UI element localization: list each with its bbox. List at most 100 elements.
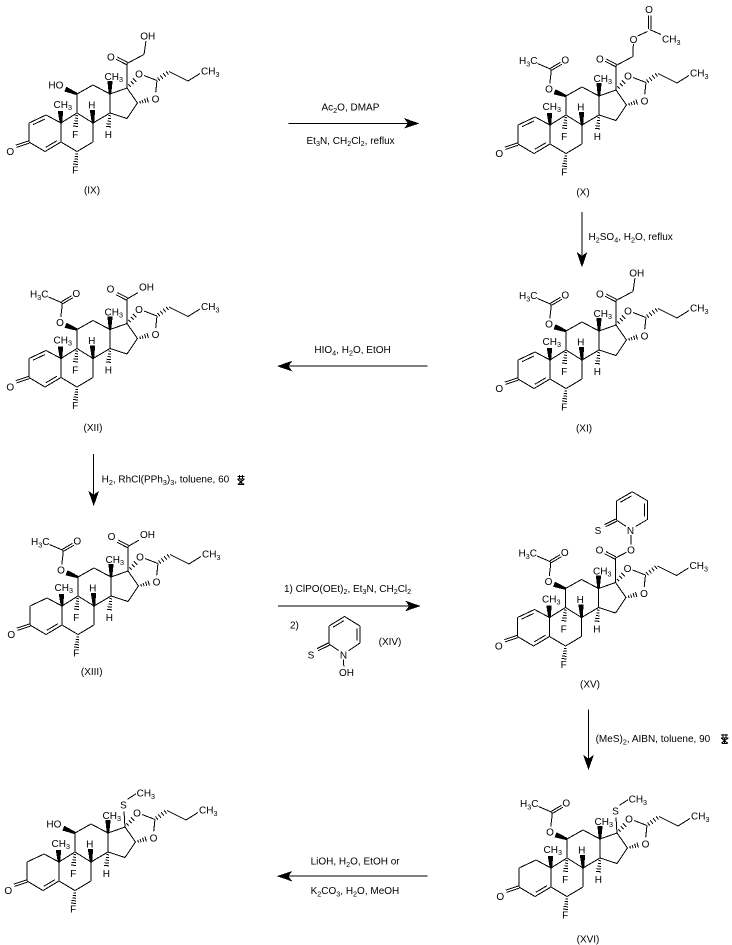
svg-text:S: S [612,807,619,818]
svg-text:OH: OH [339,668,354,679]
svg-text:CH3: CH3 [202,550,220,562]
svg-text:(MeS)2, AIBN, toluene, 90: (MeS)2, AIBN, toluene, 90 [596,734,711,746]
svg-text:(IX): (IX) [84,186,100,197]
svg-text:O: O [642,840,650,851]
svg-text:OH: OH [140,530,155,541]
svg-text:H3C: H3C [31,537,49,549]
svg-text:O: O [152,95,160,106]
svg-text:2): 2) [290,621,299,632]
svg-text:F: F [561,168,567,179]
svg-text:(X): (X) [576,188,589,199]
svg-text:CH3: CH3 [542,594,560,606]
svg-text:N: N [627,526,634,537]
svg-text:O: O [57,566,65,577]
svg-text:H: H [103,869,110,880]
svg-text:H3C: H3C [519,56,537,68]
svg-text:CH3: CH3 [543,102,561,114]
svg-text:H: H [594,132,601,143]
svg-text:O: O [625,815,633,826]
svg-text:F: F [561,625,567,636]
svg-text:(XIII): (XIII) [81,667,103,678]
svg-text:O: O [153,578,161,589]
svg-text:K2CO3, H2O, MeOH: K2CO3, H2O, MeOH [311,886,400,898]
svg-text:O: O [624,307,632,318]
svg-text:S: S [595,526,602,537]
svg-text:F: F [73,649,79,660]
svg-text:F: F [562,875,568,886]
svg-text:Ac2O, DMAP: Ac2O, DMAP [322,103,380,115]
svg-text:O: O [107,52,115,63]
svg-text:CH3: CH3 [595,817,613,829]
svg-text:HIO4, H2O, EtOH: HIO4, H2O, EtOH [314,345,390,357]
svg-text:CH3: CH3 [544,845,562,857]
svg-text:O: O [72,289,80,300]
svg-text:O: O [4,886,12,897]
svg-text:F: F [561,132,567,143]
svg-text:CH3: CH3 [105,307,123,319]
svg-text:O: O [596,54,604,65]
svg-text:O: O [627,545,635,556]
svg-text:CH3: CH3 [593,566,611,578]
svg-text:H: H [88,336,95,347]
svg-text:F: F [72,166,78,177]
svg-text:H: H [89,584,96,595]
svg-text:O: O [645,5,653,16]
svg-text:O: O [150,834,158,845]
svg-text:H: H [88,101,95,112]
svg-text:S: S [120,801,127,812]
svg-text:HO: HO [46,820,61,831]
svg-text:OH: OH [629,268,644,279]
svg-text:OH: OH [139,283,154,294]
svg-text:H2SO4, H2O, reflux: H2SO4, H2O, reflux [589,232,673,244]
svg-text:O: O [6,147,14,158]
svg-text:H: H [593,625,600,636]
svg-text:F: F [72,401,78,412]
svg-text:O: O [152,330,160,341]
svg-text:H: H [578,846,585,857]
svg-text:O: O [624,564,632,575]
svg-text:O: O [596,289,604,300]
svg-text:H: H [105,366,112,377]
svg-text:CH3: CH3 [594,309,612,321]
svg-text:CH3: CH3 [691,812,709,824]
svg-text:CH3: CH3 [54,100,72,112]
svg-text:H3C: H3C [519,548,537,560]
svg-text:O: O [7,630,15,641]
svg-text:CH3: CH3 [629,795,647,807]
svg-text:LiOH, H2O, EtOH or: LiOH, H2O, EtOH or [311,857,401,869]
svg-text:O: O [56,318,64,329]
svg-text:O: O [641,97,649,108]
svg-text:O: O [546,828,554,839]
svg-text:H: H [577,103,584,114]
svg-text:CH3: CH3 [106,555,124,567]
svg-text:O: O [561,56,569,67]
svg-text:CH3: CH3 [690,561,708,573]
svg-text:F: F [70,905,76,916]
svg-text:H: H [106,613,113,624]
svg-text:H: H [577,595,584,606]
svg-text:CH3: CH3 [137,789,155,801]
svg-text:H: H [577,338,584,349]
svg-text:CH3: CH3 [105,72,123,84]
svg-text:H3C: H3C [30,289,48,301]
svg-text:OH: OH [140,31,155,42]
svg-text:N: N [340,650,347,661]
svg-text:F: F [561,367,567,378]
svg-text:F: F [561,660,567,671]
svg-text:O: O [6,383,14,394]
svg-text:HO: HO [48,81,63,92]
svg-text:F: F [73,613,79,624]
svg-text:(XVI): (XVI) [577,935,600,945]
svg-text:O: O [136,553,144,564]
svg-text:H3C: H3C [519,291,537,303]
svg-text:F: F [72,366,78,377]
svg-text:CH3: CH3 [594,74,612,86]
svg-text:H: H [595,875,602,886]
svg-text:O: O [495,384,503,395]
svg-text:H: H [594,367,601,378]
svg-text:CH3: CH3 [55,583,73,595]
svg-text:CH3: CH3 [199,806,217,818]
svg-text:(XI): (XI) [576,424,592,435]
svg-text:O: O [561,291,569,302]
svg-text:F: F [72,130,78,141]
